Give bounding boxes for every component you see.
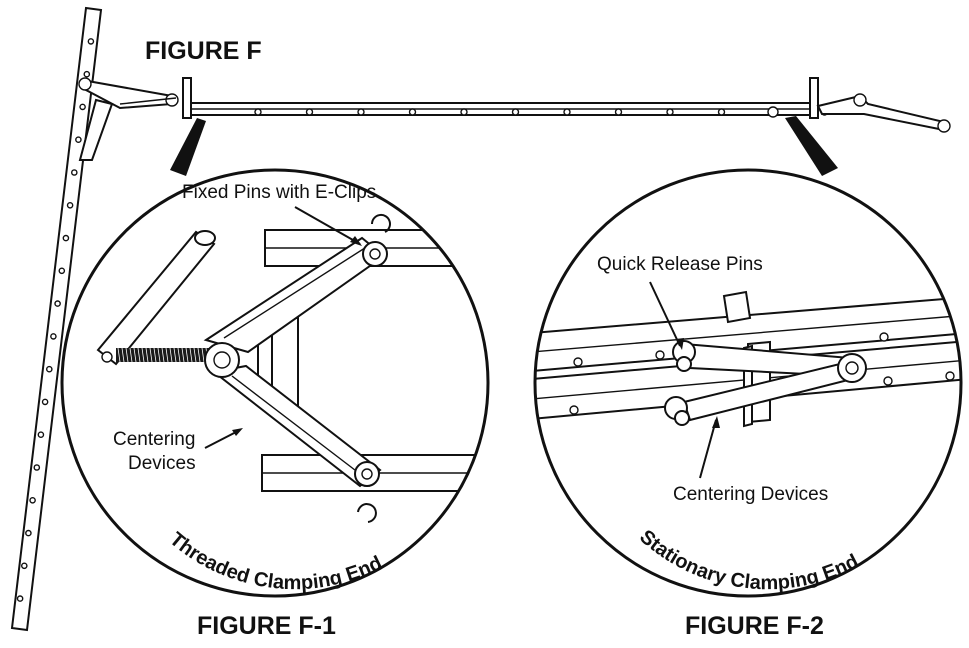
crossbar-hole xyxy=(563,108,571,116)
detail-circle-right xyxy=(533,168,963,598)
crossbar-hole xyxy=(460,108,468,116)
rail-hole xyxy=(25,529,32,537)
right-callout-wedge xyxy=(785,116,838,176)
label-centering-devices-right: Centering Devices xyxy=(673,484,828,505)
left-clamp-linkage xyxy=(78,77,179,161)
rail-hole xyxy=(16,595,24,602)
label-centering-devices-left-2: Devices xyxy=(128,453,196,474)
left-callout-wedge xyxy=(170,118,206,176)
rail-hole xyxy=(58,267,66,275)
quick-release-pin-top xyxy=(672,340,696,372)
right-end-post xyxy=(809,77,819,119)
detail-circle-left xyxy=(60,168,490,598)
rail-hole xyxy=(54,300,61,307)
leader-centering-right xyxy=(699,419,717,479)
rail-hole-right xyxy=(955,326,961,336)
caption-figure-f2: FIGURE F-2 xyxy=(685,612,824,640)
crossbar-hole xyxy=(717,108,726,116)
left-end-post xyxy=(182,77,192,119)
label-centering-devices-left-1: Centering xyxy=(113,429,195,450)
rail-hole-right xyxy=(945,371,955,381)
rail-hole xyxy=(87,38,95,45)
rail-hole-right xyxy=(655,350,665,360)
rail-hole xyxy=(71,169,78,176)
arc-label-threaded: Threaded Clamping End xyxy=(165,528,385,594)
crossbar-hole xyxy=(305,108,314,116)
rail-hole-right xyxy=(879,332,889,342)
side-rail-holes xyxy=(16,38,95,602)
crossbar-hole xyxy=(511,108,520,116)
leader-quick-release xyxy=(649,281,681,347)
rail-hole xyxy=(41,398,49,406)
rail-hole-right xyxy=(573,357,583,367)
crossbar-hole xyxy=(614,108,623,116)
rail-hole xyxy=(50,333,57,340)
crossbar-assembly xyxy=(78,77,951,161)
quick-release-pin-bottom xyxy=(664,396,690,426)
crossbar-hole xyxy=(254,108,262,116)
crank-handle xyxy=(96,230,216,366)
caption-figure-f1: FIGURE F-1 xyxy=(197,612,336,640)
rail-hole xyxy=(79,103,86,111)
rail-hole xyxy=(83,70,91,78)
rail-hole-right xyxy=(883,376,893,386)
leader-fixed-pins xyxy=(294,206,361,245)
rail-hole xyxy=(33,464,41,471)
rail-hole xyxy=(75,136,82,143)
crossbar-hole xyxy=(357,108,365,116)
detail-threaded-clamping-end: Fixed Pins with E-Clips Centering Device… xyxy=(60,168,490,598)
e-clip-bottom xyxy=(357,503,377,523)
rail-hole xyxy=(37,431,45,439)
e-clip-top xyxy=(370,213,391,233)
label-quick-release-pins: Quick Release Pins xyxy=(597,254,763,275)
rail-hole xyxy=(46,365,53,373)
detail-stationary-clamping-end: Quick Release Pins Centering Devices Sta… xyxy=(533,168,963,598)
rail-hole xyxy=(62,234,70,242)
side-rail xyxy=(10,6,103,632)
rail-hole-right xyxy=(569,405,579,415)
crossbar-hole xyxy=(666,108,674,116)
figure-title: FIGURE F xyxy=(145,37,262,65)
rail-hole xyxy=(29,496,36,504)
rail-hole xyxy=(66,201,74,209)
crossbar-hole xyxy=(408,108,417,116)
label-fixed-pins: Fixed Pins with E-Clips xyxy=(182,182,376,203)
arc-label-stationary: Stationary Clamping End xyxy=(635,526,862,594)
right-clamp-linkage xyxy=(767,93,951,133)
rail-hole xyxy=(20,562,28,570)
